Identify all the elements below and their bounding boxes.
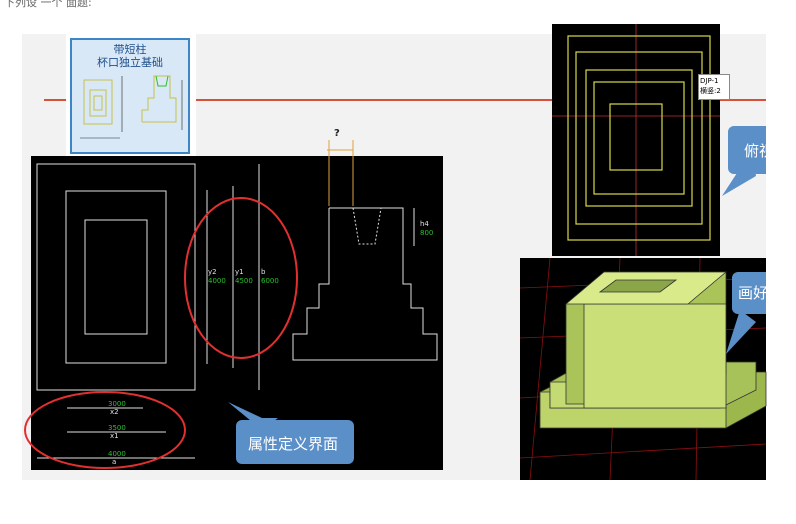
section-outline bbox=[292, 207, 438, 361]
top-view-tag-line1: DJP-1 bbox=[700, 77, 719, 85]
dim-label-y1: y1 bbox=[235, 268, 244, 276]
dim-label-x2: x2 bbox=[110, 408, 119, 416]
3d-view-callout-box bbox=[732, 272, 766, 314]
dim-label-y2: y2 bbox=[208, 268, 217, 276]
top-view-drawing bbox=[552, 24, 720, 256]
dim-value-b: 6000 bbox=[261, 277, 279, 285]
thumbnail-title-line1: 带短柱 bbox=[113, 43, 147, 56]
dim-label-a: a bbox=[112, 458, 117, 466]
plan-inner-rect bbox=[84, 219, 148, 335]
dim-label-h4: h4 bbox=[420, 220, 429, 228]
dim-label-x1: x1 bbox=[110, 432, 119, 440]
thumbnail-title: 带短柱 杯口独立基础 bbox=[72, 43, 188, 69]
top-view-tag-line2: 横竖:2 bbox=[700, 87, 721, 95]
page-header: 下列设 一个 面题: bbox=[4, 0, 92, 9]
dim-value-y1: 4500 bbox=[235, 277, 253, 285]
3d-view-callout-text: 画好 bbox=[738, 284, 769, 302]
foundation-type-thumbnail[interactable]: 带短柱 杯口独立基础 bbox=[66, 34, 196, 160]
dim-value-h4: 800 bbox=[420, 229, 434, 237]
top-view-tag: DJP-1 横竖:2 bbox=[698, 74, 730, 100]
unknown-dimension-mark: ? bbox=[334, 128, 340, 139]
top-view-callout-text: 俯视 bbox=[744, 142, 775, 160]
dim-value-a: 4000 bbox=[108, 450, 126, 458]
plan-middle-rect bbox=[65, 190, 167, 364]
title-divider-line bbox=[44, 99, 766, 101]
horizontal-dims-highlight bbox=[24, 391, 186, 469]
property-callout-text: 属性定义界面 bbox=[248, 435, 339, 453]
dim-label-b: b bbox=[261, 268, 266, 276]
dim-value-x2: 3000 bbox=[108, 400, 126, 408]
dim-value-x1: 3500 bbox=[108, 424, 126, 432]
3d-view-drawing bbox=[519, 257, 767, 481]
property-callout-box bbox=[236, 420, 354, 464]
top-view-callout-box bbox=[728, 126, 766, 174]
plan-outer-rect bbox=[36, 163, 196, 391]
dim-value-y2: 4000 bbox=[208, 277, 226, 285]
3d-view-callout-tail bbox=[726, 310, 756, 354]
thumbnail-diagram bbox=[80, 75, 183, 139]
thumbnail-frame: 带短柱 杯口独立基础 bbox=[70, 38, 190, 154]
vertical-dims-highlight bbox=[184, 197, 298, 359]
thumbnail-title-line2: 杯口独立基础 bbox=[97, 56, 163, 69]
property-drawing bbox=[24, 140, 438, 469]
cup-opening bbox=[352, 207, 382, 245]
